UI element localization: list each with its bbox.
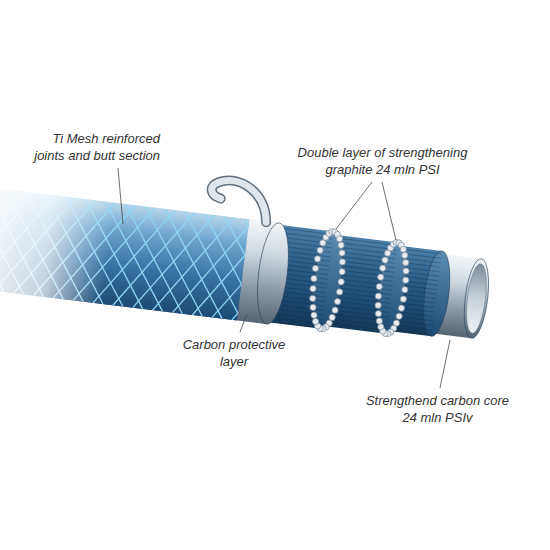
bead [339, 250, 346, 257]
rod-blank [0, 139, 498, 360]
mesh-line [192, 214, 249, 321]
bead [310, 275, 317, 282]
ribbon-edge [208, 178, 270, 222]
silver-core-face [460, 257, 492, 339]
mesh-line [192, 214, 249, 321]
bead [382, 257, 389, 264]
mesh-line [172, 211, 249, 320]
bead [375, 310, 382, 317]
bead [375, 302, 382, 309]
core-opening [463, 263, 489, 335]
ribbon [208, 178, 270, 222]
bead [339, 259, 346, 266]
bead [310, 285, 317, 292]
bead-ring [370, 238, 414, 339]
mesh-line [133, 206, 215, 316]
bead [338, 242, 345, 249]
mesh-line [172, 211, 249, 320]
bead [309, 295, 316, 302]
bead [317, 247, 324, 254]
bead [377, 274, 384, 281]
leader-line [336, 182, 372, 229]
mesh-line [212, 216, 249, 320]
bead [401, 286, 408, 293]
mesh-line [153, 209, 235, 319]
mesh-line [113, 204, 195, 314]
bead [402, 277, 409, 284]
bead [376, 283, 383, 290]
fade-overlay [0, 177, 116, 313]
bead [379, 265, 386, 272]
mesh-line [153, 209, 235, 319]
bead [402, 259, 409, 266]
bead [396, 313, 403, 320]
bead [339, 268, 346, 275]
bead [336, 289, 343, 296]
bead [375, 293, 382, 300]
bead [338, 278, 345, 285]
protective-band-face [253, 221, 294, 326]
callout-label: Strengthend carbon core 24 mln PSIv [365, 392, 510, 426]
mesh-line [232, 219, 249, 321]
bead [332, 307, 339, 314]
bead [310, 304, 317, 311]
bead [403, 268, 410, 275]
mesh-line [133, 206, 215, 316]
leader-line [382, 182, 396, 240]
graphite-outer-face [308, 230, 347, 331]
ti-mesh [0, 189, 249, 320]
graphite-inner-face [374, 241, 411, 335]
bead [312, 318, 319, 325]
mesh-line [212, 216, 249, 320]
bead [400, 246, 407, 253]
bead [400, 296, 407, 303]
bead [398, 305, 405, 312]
bead [314, 255, 321, 262]
bead [334, 298, 341, 305]
bead [311, 312, 318, 319]
leader-line [240, 314, 247, 332]
leader-lines [118, 168, 450, 388]
bead [336, 235, 343, 242]
bead [376, 318, 383, 325]
bead [377, 323, 384, 330]
callout-label: Carbon protective layer [180, 336, 288, 370]
graphite-fibers [372, 244, 442, 337]
bead [401, 252, 408, 259]
callout-label: Ti Mesh reinforced joints and butt secti… [25, 130, 160, 164]
bead [312, 265, 319, 272]
mesh-line [232, 219, 249, 321]
bead-ring [305, 227, 351, 334]
leader-line [440, 340, 450, 388]
leader-line [118, 168, 123, 224]
callout-label: Double layer of strengthening graphite 2… [285, 144, 480, 178]
mesh-line [113, 204, 195, 314]
